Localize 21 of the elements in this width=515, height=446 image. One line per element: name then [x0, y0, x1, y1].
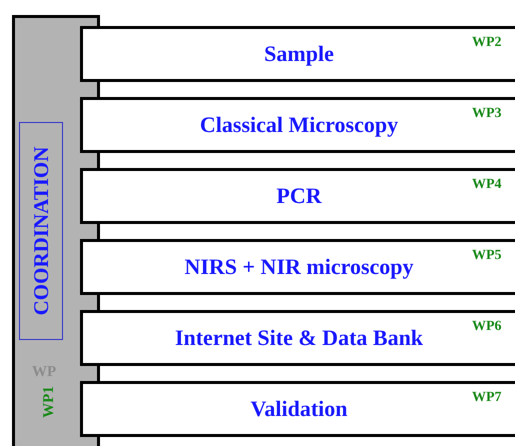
- work-package-number: WP1: [40, 386, 57, 418]
- work-package-number: WP6: [472, 319, 502, 335]
- work-package-number: WP7: [472, 390, 502, 406]
- work-package-title: Validation: [250, 396, 348, 422]
- work-package-title: NIRS + NIR microscopy: [184, 254, 414, 280]
- coordination-title: COORDINATION: [29, 146, 53, 316]
- work-package-number: WP3: [472, 106, 502, 122]
- work-package-box: [80, 168, 515, 224]
- work-package-box: [80, 26, 515, 82]
- work-package-title: Internet Site & Data Bank: [174, 325, 424, 351]
- work-package-number: WP5: [472, 248, 502, 264]
- work-package-title: Classical Microscopy: [200, 112, 398, 138]
- work-package-box: [80, 97, 515, 153]
- work-package-title: Sample: [264, 41, 334, 67]
- coordination-box: [19, 122, 63, 340]
- work-package-title: PCR: [276, 183, 322, 209]
- work-package-box: [80, 310, 515, 366]
- work-package-box: [80, 239, 515, 295]
- work-package-box: [80, 381, 515, 437]
- work-package-number: WP4: [472, 177, 502, 193]
- work-package-number: WP2: [472, 35, 502, 51]
